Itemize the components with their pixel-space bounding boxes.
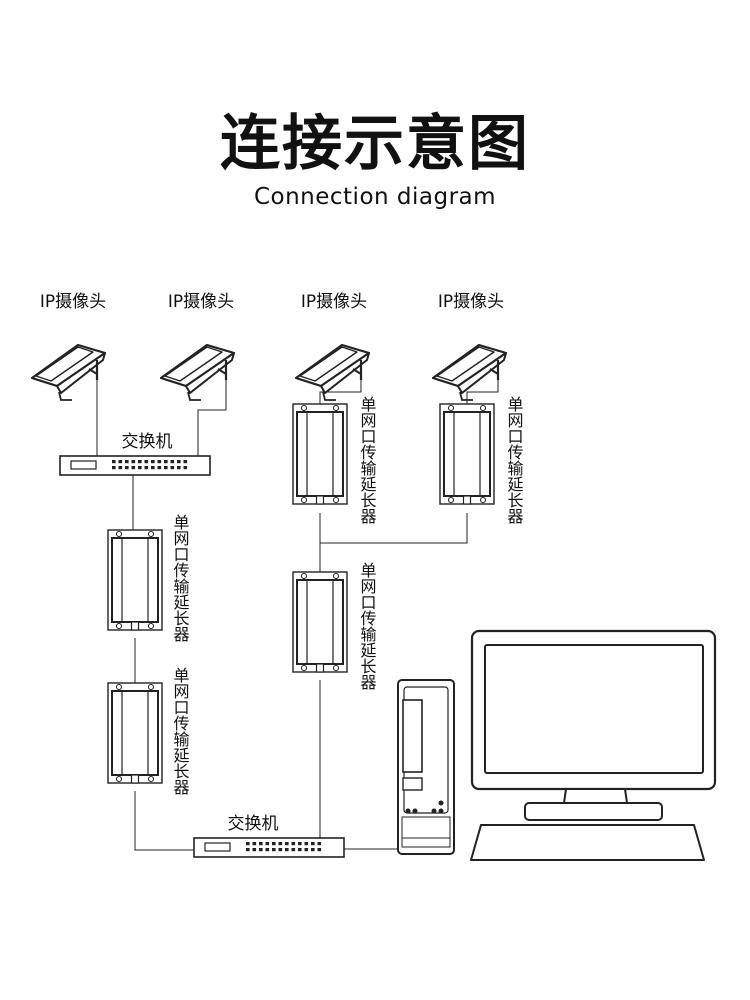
camera-icon [159,343,236,402]
switch-port [151,466,155,470]
switch-icon [193,837,345,858]
switch-port [291,842,296,846]
switch-port [298,848,302,852]
switch-port [259,842,263,846]
switch-port [138,466,142,470]
switch-port [304,848,309,852]
switch-port [151,460,155,464]
switch-port [177,460,181,464]
switch-port [164,460,168,464]
switch-port [125,460,129,464]
extender-icon [292,403,348,505]
switch-port [112,460,116,464]
switch-port [252,848,257,852]
switch-port [272,848,276,852]
camera-label: IP摄像头 [168,292,234,312]
camera-label: IP摄像头 [438,292,504,312]
switch-port [118,466,123,470]
switch-port [118,460,123,464]
switch-icon [59,455,211,476]
switch-label: 交换机 [228,814,279,834]
page-subtitle: Connection diagram [253,184,497,210]
switch-port [304,842,309,846]
switch-port [278,848,283,852]
switch-port [265,842,270,846]
switch-port [291,848,296,852]
switch-port [265,848,270,852]
extender-label: 单网口传输延长器 [171,667,190,795]
switch-port [157,466,162,470]
switch-port [311,848,315,852]
switch-port [144,466,149,470]
switch-port [164,466,168,470]
desktop-computer-icon [397,629,717,861]
switch-port [177,466,181,470]
camera-label: IP摄像头 [301,292,367,312]
extender-icon [107,529,163,631]
switch-port [131,460,136,464]
extender-label: 单网口传输延长器 [358,562,377,690]
extender-label: 单网口传输延长器 [505,396,524,524]
switch-port [272,842,276,846]
switch-port [246,848,250,852]
extender-label: 单网口传输延长器 [171,514,190,642]
switch-port [298,842,302,846]
switch-port [252,842,257,846]
switch-port [170,460,175,464]
switch-port [285,842,289,846]
switch-port [157,460,162,464]
page-title: 连接示意图 [220,109,530,179]
switch-port [317,842,322,846]
extender-icon [107,682,163,784]
switch-port [170,466,175,470]
switch-port [112,466,116,470]
camera-icon [30,343,107,402]
switch-port [125,466,129,470]
cable-lines [96,380,499,851]
camera-label: IP摄像头 [40,292,106,312]
switch-port [259,848,263,852]
extender-label: 单网口传输延长器 [358,396,377,524]
extender-icon [292,571,348,673]
switch-port [285,848,289,852]
switch-port [317,848,322,852]
switch-port [144,460,149,464]
switch-port [183,460,188,464]
switch-port [131,466,136,470]
switch-port [278,842,283,846]
extender-icon [439,403,495,505]
switch-port [246,842,250,846]
switch-port [138,460,142,464]
switch-port [183,466,188,470]
switch-label: 交换机 [122,432,173,452]
switch-port [311,842,315,846]
